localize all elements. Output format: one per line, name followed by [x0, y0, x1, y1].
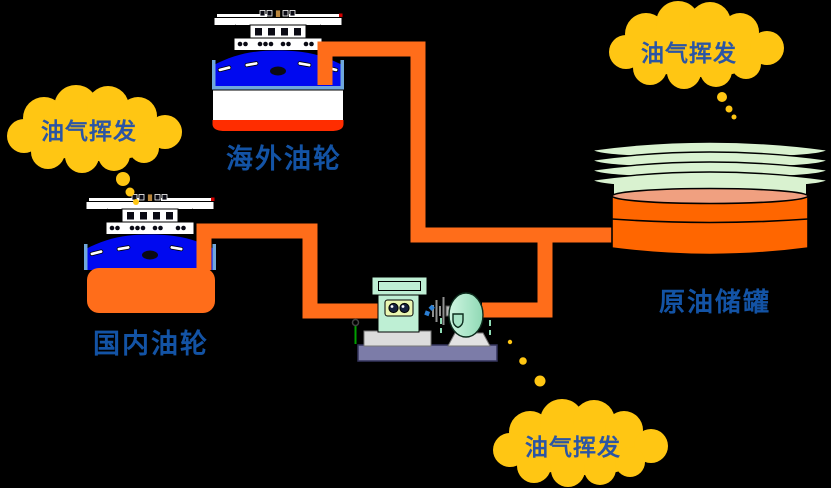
label-overseas-tanker: 海外油轮	[226, 144, 342, 174]
label-domestic-tanker: 国内油轮	[93, 329, 209, 359]
pipe-overseas-to-tank	[317, 41, 628, 243]
hull-white-band	[212, 89, 344, 122]
pump-pedestal	[363, 330, 432, 347]
loading-barge-block	[87, 268, 215, 313]
bubble-trail-bottom	[507, 339, 546, 387]
label-crude-oil-tank: 原油储罐	[658, 287, 771, 317]
bubble-trail-top-right	[717, 92, 737, 120]
cloud-text-top-right: 油气挥发	[641, 40, 737, 66]
domestic-tanker-ship-icon	[83, 193, 217, 313]
pipe-domestic-to-pump	[196, 223, 384, 319]
crude-oil-storage-tank-icon	[590, 141, 830, 256]
overseas-tanker-ship-icon	[211, 9, 345, 131]
tank-seam-line	[611, 218, 809, 224]
hull-trim-stripe	[212, 86, 344, 90]
tank-roof-coils	[590, 141, 830, 189]
pipe-branch-to-pump	[482, 231, 553, 318]
shield-badge-icon	[452, 313, 464, 329]
tank-rim	[611, 187, 809, 205]
vapor-dashes	[440, 318, 491, 335]
pump-header-inset	[378, 281, 421, 291]
pump-station-icon	[351, 276, 498, 362]
bubble-trail-left	[116, 172, 139, 205]
cloud-text-left: 油气挥发	[41, 118, 137, 144]
pump-header-box	[371, 276, 428, 296]
pump-platform	[357, 344, 498, 362]
valve-wheel	[351, 318, 360, 327]
tank-body	[611, 195, 809, 256]
hull-red-bottom	[212, 120, 344, 131]
gauge-dial	[388, 302, 399, 314]
spark-icon	[424, 304, 435, 317]
cloud-text-bottom: 油气挥发	[525, 434, 621, 460]
gauge-dial	[399, 302, 410, 314]
